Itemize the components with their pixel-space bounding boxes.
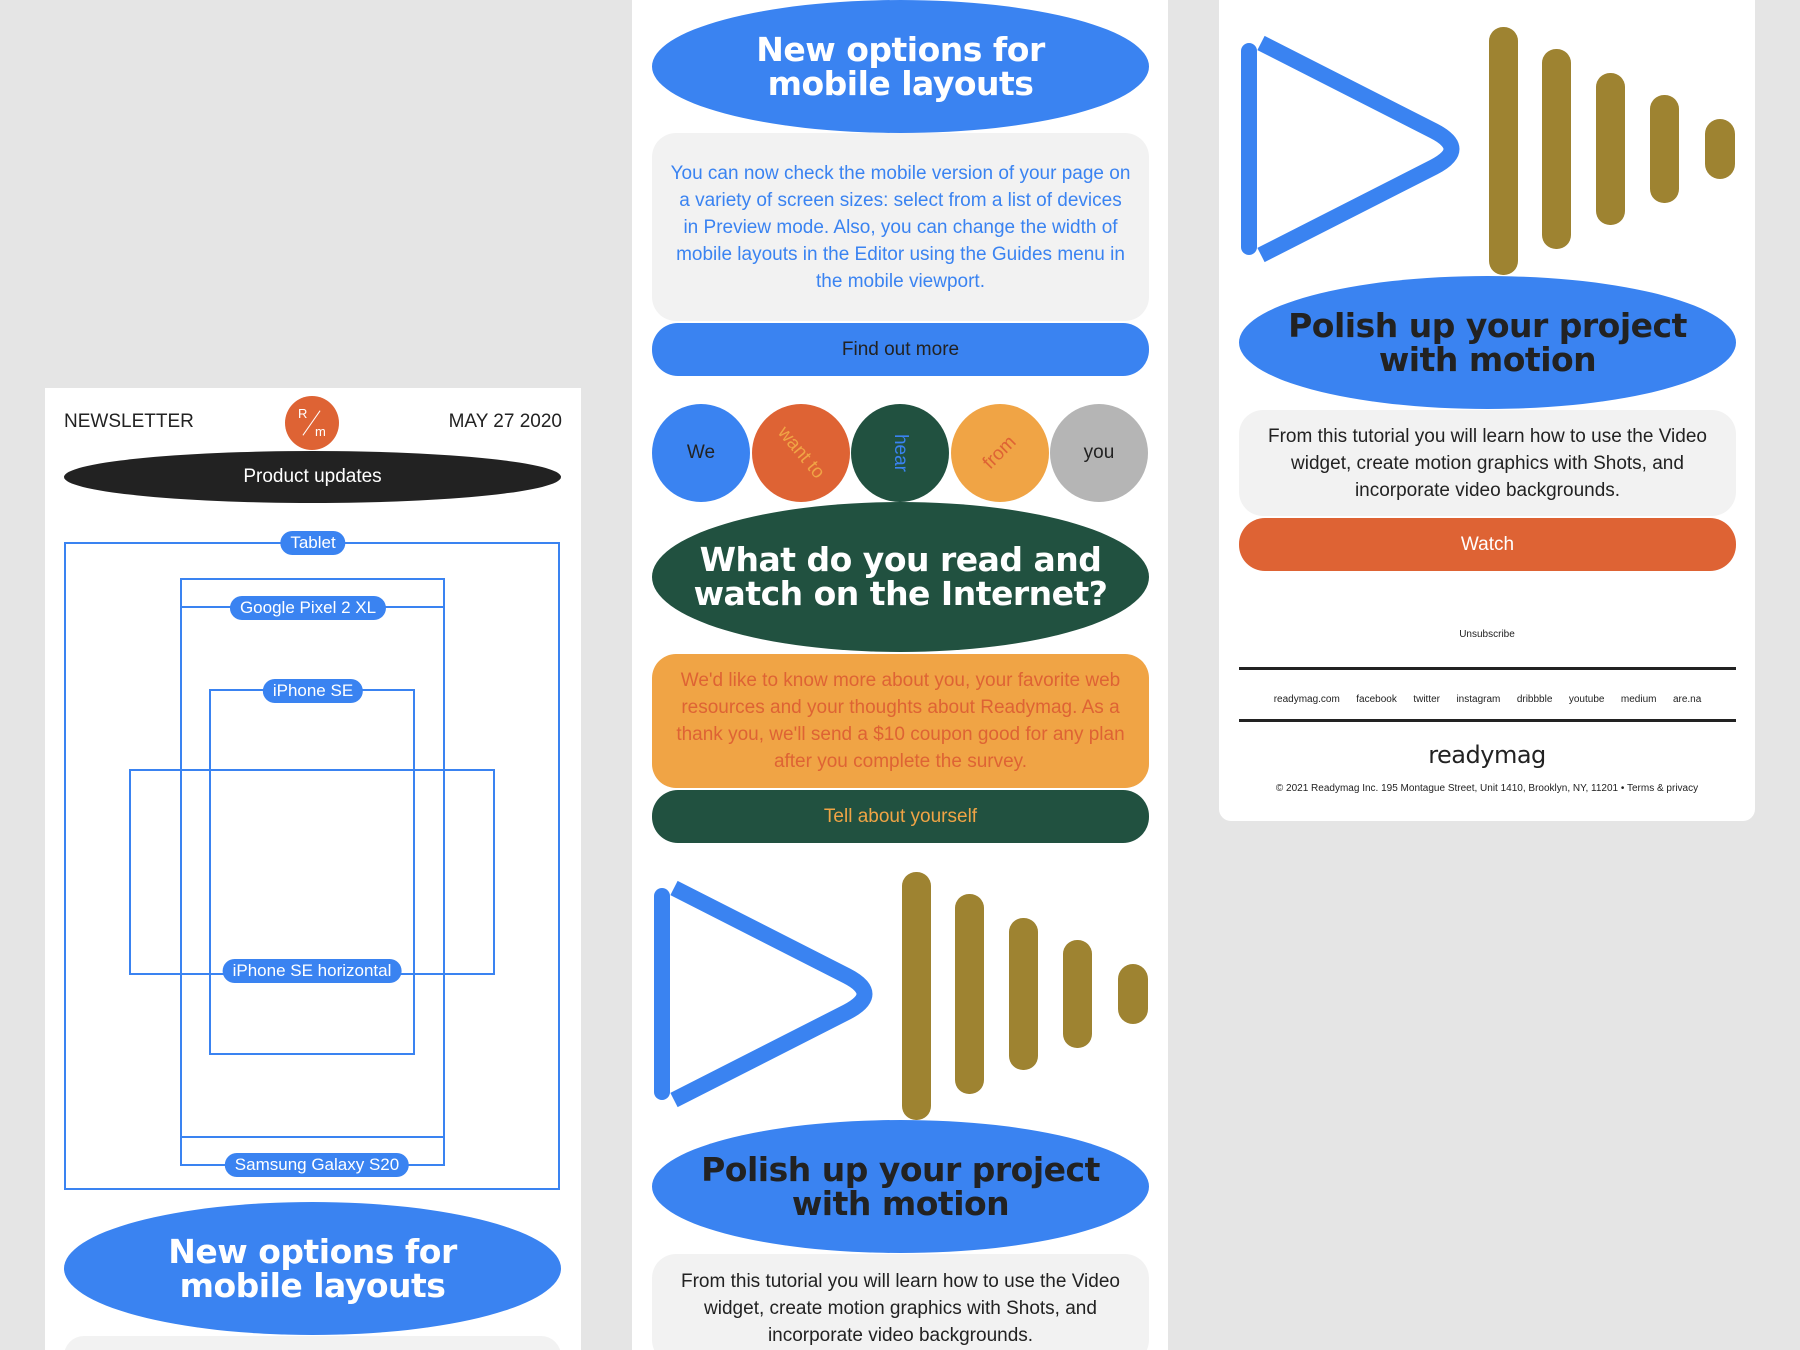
- watch-button[interactable]: Watch: [1239, 518, 1736, 571]
- newsletter-date: MAY 27 2020: [448, 411, 562, 432]
- sound-bar-2: [1542, 49, 1571, 249]
- samsung-galaxy-label: Samsung Galaxy S20: [224, 1153, 410, 1177]
- iphone-se-horizontal-label: iPhone SE horizontal: [222, 959, 402, 983]
- circle-want-to: want to: [752, 404, 850, 502]
- mobile-layouts-title: New options for mobile layouts: [64, 1202, 561, 1335]
- mobile-layouts-text: You can now check the mobile version of …: [670, 162, 1131, 292]
- device-frames-illustration: Tablet Google Pixel 2 XL iPhone SE iPhon…: [45, 388, 581, 1208]
- read-watch-title-text: What do you read and watch on the Intern…: [693, 540, 1108, 613]
- tablet-label: Tablet: [280, 531, 346, 555]
- sound-bar-2: [955, 894, 984, 1094]
- google-pixel-label: Google Pixel 2 XL: [229, 596, 387, 620]
- newsletter-label: NEWSLETTER: [64, 411, 194, 432]
- play-motion-illustration: [654, 872, 1148, 1120]
- mobile-layouts-title: New options for mobile layouts: [652, 0, 1149, 133]
- polish-motion-title: Polish up your project with motion: [1239, 276, 1736, 409]
- newsletter-panel-3: Polish up your project with motion From …: [1219, 0, 1755, 821]
- motion-text: From this tutorial you will learn how to…: [681, 1271, 1120, 1346]
- product-updates-label: Product updates: [243, 466, 382, 487]
- sound-bar-1: [902, 872, 931, 1120]
- newsletter-panel-2: New options for mobile layouts You can n…: [632, 0, 1168, 1350]
- play-triangle-icon: [1257, 35, 1460, 263]
- sound-bar-4: [1063, 940, 1092, 1048]
- tell-about-yourself-label: Tell about yourself: [823, 805, 978, 827]
- copyright-text: © 2021 Readymag Inc. 195 Montague Street…: [1275, 783, 1699, 794]
- polish-motion-title-text: Polish up your project with motion: [701, 1149, 1100, 1223]
- motion-text: From this tutorial you will learn how to…: [1268, 425, 1707, 501]
- footer-link-facebook[interactable]: facebook: [1356, 694, 1397, 705]
- footer-link-medium[interactable]: medium: [1620, 694, 1657, 705]
- footer-link-arena[interactable]: are.na: [1672, 694, 1702, 705]
- motion-card: From this tutorial you will learn how to…: [1239, 410, 1736, 516]
- footer-link-youtube[interactable]: youtube: [1568, 694, 1605, 705]
- logo-letter-r: R: [298, 406, 308, 421]
- product-updates-banner: Product updates: [64, 451, 561, 503]
- sound-bar-4: [1650, 95, 1679, 203]
- circle-from: from: [951, 404, 1049, 502]
- iphone-se-horizontal-frame: [129, 769, 495, 975]
- footer-link-dribbble[interactable]: dribbble: [1516, 694, 1553, 705]
- read-watch-title: What do you read and watch on the Intern…: [652, 502, 1149, 652]
- sound-bar-5: [1705, 119, 1735, 179]
- circle-we: We: [652, 404, 750, 502]
- find-out-more-button[interactable]: Find out more: [652, 323, 1149, 376]
- readymag-wordmark[interactable]: readymag: [1428, 741, 1546, 769]
- circle-you: you: [1050, 404, 1148, 502]
- mobile-card-peek: [64, 1336, 561, 1350]
- circle-you-text: you: [1083, 442, 1115, 463]
- circle-want-to-text: want to: [773, 422, 830, 483]
- polish-motion-title: Polish up your project with motion: [652, 1120, 1149, 1253]
- circle-we-text: We: [686, 442, 716, 463]
- footer-link-readymag[interactable]: readymag.com: [1273, 694, 1340, 705]
- sound-bar-1: [1489, 27, 1518, 275]
- footer-links: readymag.com facebook twitter instagram …: [1239, 689, 1736, 707]
- circle-hear: hear: [851, 404, 949, 502]
- tell-about-yourself-button[interactable]: Tell about yourself: [652, 790, 1149, 843]
- motion-card: From this tutorial you will learn how to…: [652, 1254, 1149, 1350]
- sound-bar-3: [1009, 918, 1038, 1070]
- mobile-layouts-title-text: New options for mobile layouts: [756, 29, 1045, 103]
- footer-link-instagram[interactable]: instagram: [1456, 694, 1501, 705]
- find-out-more-label: Find out more: [841, 338, 960, 360]
- survey-text: We'd like to know more about you, your f…: [676, 670, 1125, 772]
- sound-bar-3: [1596, 73, 1625, 225]
- watch-label: Watch: [1460, 533, 1515, 555]
- sound-bar-5: [1118, 964, 1148, 1024]
- readymag-logo[interactable]: R m: [285, 396, 339, 450]
- mobile-layouts-title-text: New options for mobile layouts: [168, 1231, 457, 1305]
- mobile-layouts-card: You can now check the mobile version of …: [652, 133, 1149, 321]
- iphone-se-label: iPhone SE: [262, 679, 364, 703]
- circle-hear-text: hear: [890, 433, 911, 473]
- polish-motion-title-text: Polish up your project with motion: [1288, 305, 1687, 379]
- footer-divider-bottom: [1239, 719, 1736, 722]
- survey-card: We'd like to know more about you, your f…: [652, 654, 1149, 788]
- circle-from-text: from: [978, 431, 1021, 474]
- google-pixel-bottom-bar: [180, 1136, 445, 1138]
- logo-letter-m: m: [315, 424, 326, 439]
- newsletter-panel-1: NEWSLETTER R m MAY 27 2020 Product updat…: [45, 388, 581, 1350]
- unsubscribe-link[interactable]: Unsubscribe: [1459, 629, 1515, 640]
- play-triangle-icon: [670, 880, 873, 1108]
- footer-divider-top: [1239, 667, 1736, 670]
- play-motion-illustration: [1241, 27, 1735, 275]
- footer-link-twitter[interactable]: twitter: [1413, 694, 1440, 705]
